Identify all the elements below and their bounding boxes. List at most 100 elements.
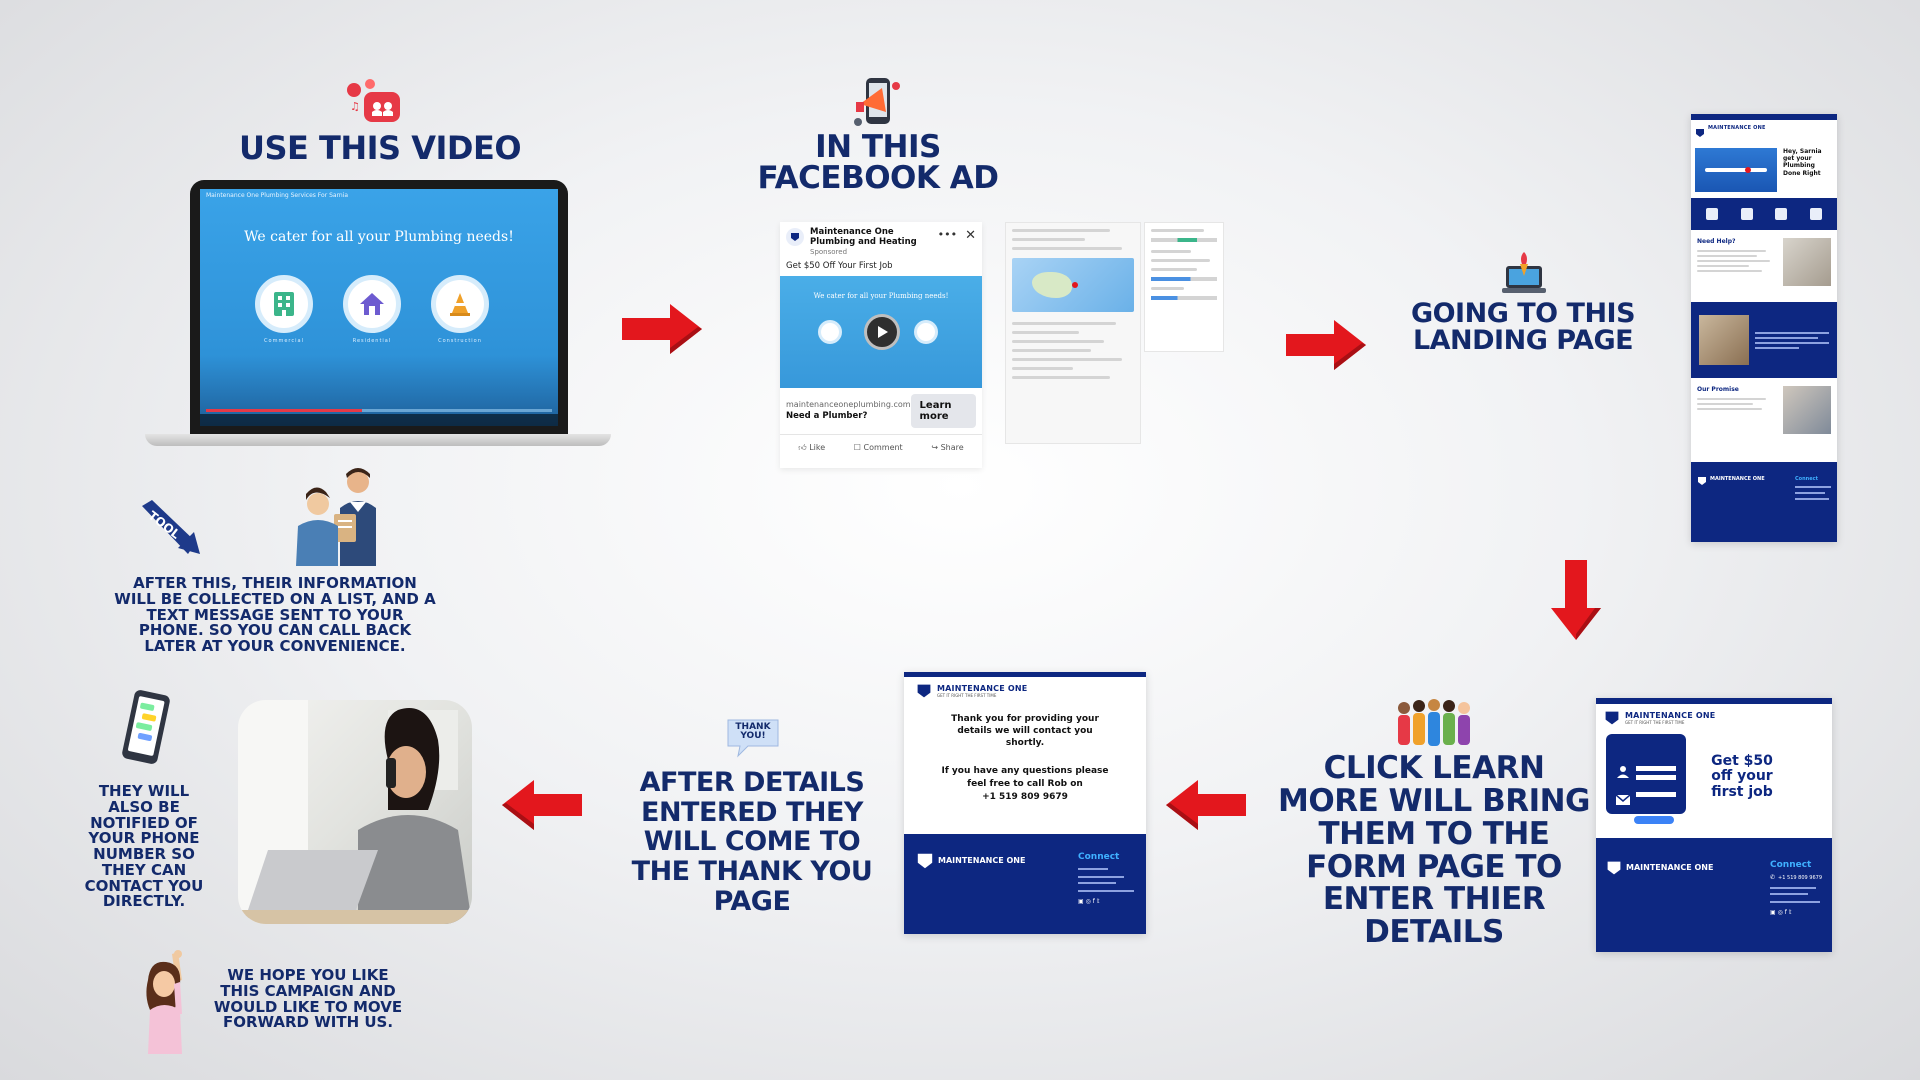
ad-domain: maintenanceoneplumbing.com [786,400,911,410]
landing-hero-text: Hey, Sarnia get your Plumbing Done Right [1783,148,1822,177]
form-footer-connect: Connect [1770,860,1812,870]
landing-page-mockup: MAINTENANCE ONE Hey, Sarnia get your Plu… [1691,114,1837,542]
thumbs-up-icon: 👍︎ [798,442,807,452]
landing-step-heading: GOING TO THIS LANDING PAGE [1410,298,1636,356]
learn-more-button[interactable]: Learn more [910,393,976,428]
share-icon: ↪ [931,442,939,452]
ad-cta-text: Need a Plumber? [786,411,868,422]
svg-text:♫: ♫ [350,100,360,113]
comment-icon: ☐ [853,442,861,452]
arrow-right-icon [622,302,704,360]
form-footer: MAINTENANCE ONE Connect ✆ +1 519 809 967… [1596,838,1832,952]
more-options-icon[interactable]: ••• [937,228,958,241]
thank-you-bubble-text: THANK YOU! [735,722,771,741]
form-brand: MAINTENANCE ONE [1625,711,1716,720]
phone-icon: ✆ [1770,874,1776,881]
mail-icon [1615,790,1631,805]
laptop-base [145,434,611,446]
comment-button[interactable]: ☐ Comment [854,443,903,453]
shield-logo-icon [1605,711,1619,725]
close-icon[interactable]: ✕ [965,228,976,243]
brand-logo-icon [786,228,804,246]
landing-brand: MAINTENANCE ONE [1708,125,1766,131]
social-icons[interactable]: ▣ ◎ f 𝕥 [1078,898,1100,905]
shield-logo-icon [1695,123,1705,137]
form-brand-sub: GET IT RIGHT THE FIRST TIME [1625,720,1685,725]
thankyou-footer-connect: Connect [1078,852,1120,862]
laptop-rocket-icon [1502,250,1546,300]
arrow-down-icon [1549,560,1603,646]
cone-icon [431,275,489,333]
video-step-icon: ♫ [344,78,404,128]
shield-logo-icon [1698,477,1706,485]
thank-you-bubble-icon: THANK YOU! [724,716,782,758]
laptop: Maintenance One Plumbing Services For Sa… [190,180,568,436]
landing-testimonial-band [1691,302,1837,378]
thankyou-footer-brand: MAINTENANCE ONE [938,856,1026,865]
ad-sponsored: Sponsored [810,247,848,256]
form-footer-phone: +1 519 809 9679 [1778,874,1822,881]
video-step-heading: USE THIS VIDEO [238,129,522,167]
woman-calling-photo [238,700,472,924]
testimonial-photo [1699,315,1749,365]
notified-caption: THEY WILL ALSO BE NOTIFIED OF YOUR PHONE… [84,782,204,911]
form-id-card[interactable] [1606,734,1686,814]
landing-footer-connect: Connect [1795,476,1818,482]
hero-video-thumb[interactable] [1695,148,1777,192]
shield-logo-icon [917,684,931,698]
share-button[interactable]: ↪ Share [931,443,963,453]
map-thumbnail [1012,258,1134,312]
arrow-left-icon [500,778,582,836]
form-offer: Get $50 off your first job [1711,753,1773,800]
share-label: Share [940,442,964,452]
ad-video-tagline: We cater for all your Plumbing needs! [813,291,949,300]
hope-caption: WE HOPE YOU LIKE THIS CAMPAIGN AND WOULD… [213,966,403,1032]
video-title-bar: Maintenance One Plumbing Services For Sa… [206,192,349,199]
thank-you-page-mockup: MAINTENANCE ONE GET IT RIGHT THE FIRST T… [904,672,1146,934]
video-icon-label: Construction [438,338,482,344]
like-label: Like [809,442,826,452]
shield-logo-icon [917,853,933,869]
plumber-photo [1783,238,1831,286]
landing-footer: MAINTENANCE ONE Connect [1691,462,1837,542]
ad-headline: Get $50 Off Your First Job [786,260,893,271]
landing-need-help: Need Help? [1697,238,1736,245]
megaphone-phone-icon [852,74,906,134]
landing-promise: Our Promise [1697,386,1739,393]
user-icon [1616,764,1630,778]
landing-footer-brand: MAINTENANCE ONE [1710,476,1765,482]
thankyou-phone[interactable]: +1 519 809 9679 [982,791,1068,802]
form-submit-button[interactable] [1634,816,1674,824]
ad-step-heading: IN THIS FACEBOOK AD [757,129,999,196]
arrow-right-icon [1286,318,1368,376]
thankyou-brand: MAINTENANCE ONE [937,684,1028,693]
phone-chat-icon [114,690,176,770]
social-icons[interactable]: ▣ ◎ f 𝕥 [1770,909,1792,916]
ad-page-name[interactable]: Maintenance One Plumbing and Heating [810,227,917,247]
facebook-ad-card: Maintenance One Plumbing and Heating Spo… [780,222,982,468]
ad-targeting-panel [1005,222,1141,444]
video-screen[interactable]: Maintenance One Plumbing Services For Sa… [200,189,558,426]
house-icon [343,275,401,333]
crowd-icon [1394,698,1474,754]
video-icon-label: Commercial [264,338,304,344]
video-controls[interactable] [200,414,558,426]
video-progress-bar[interactable] [206,409,552,412]
form-page-mockup: MAINTENANCE ONE GET IT RIGHT THE FIRST T… [1596,698,1832,952]
video-tagline: We cater for all your Plumbing needs! [244,229,514,245]
thankyou-line1: Thank you for providing your details we … [951,714,1099,749]
like-button[interactable]: 👍︎ Like [798,443,825,453]
form-step-heading: CLICK LEARN MORE WILL BRING THEM TO THE … [1278,750,1591,951]
promise-photo [1783,386,1831,434]
video-icon-label: Residential [352,338,392,344]
comment-label: Comment [863,442,903,452]
collected-caption: AFTER THIS, THEIR INFORMATION WILL BE CO… [114,574,436,655]
building-icon [255,275,313,333]
landing-services-band [1691,198,1837,230]
thankyou-brand-sub: GET IT RIGHT THE FIRST TIME [937,693,997,698]
arrow-left-icon [1164,778,1246,836]
play-icon[interactable] [864,313,900,350]
form-footer-brand: MAINTENANCE ONE [1626,863,1714,872]
thankyou-line2: If you have any questions please feel fr… [941,766,1109,789]
ad-video[interactable]: We cater for all your Plumbing needs! [780,275,982,388]
